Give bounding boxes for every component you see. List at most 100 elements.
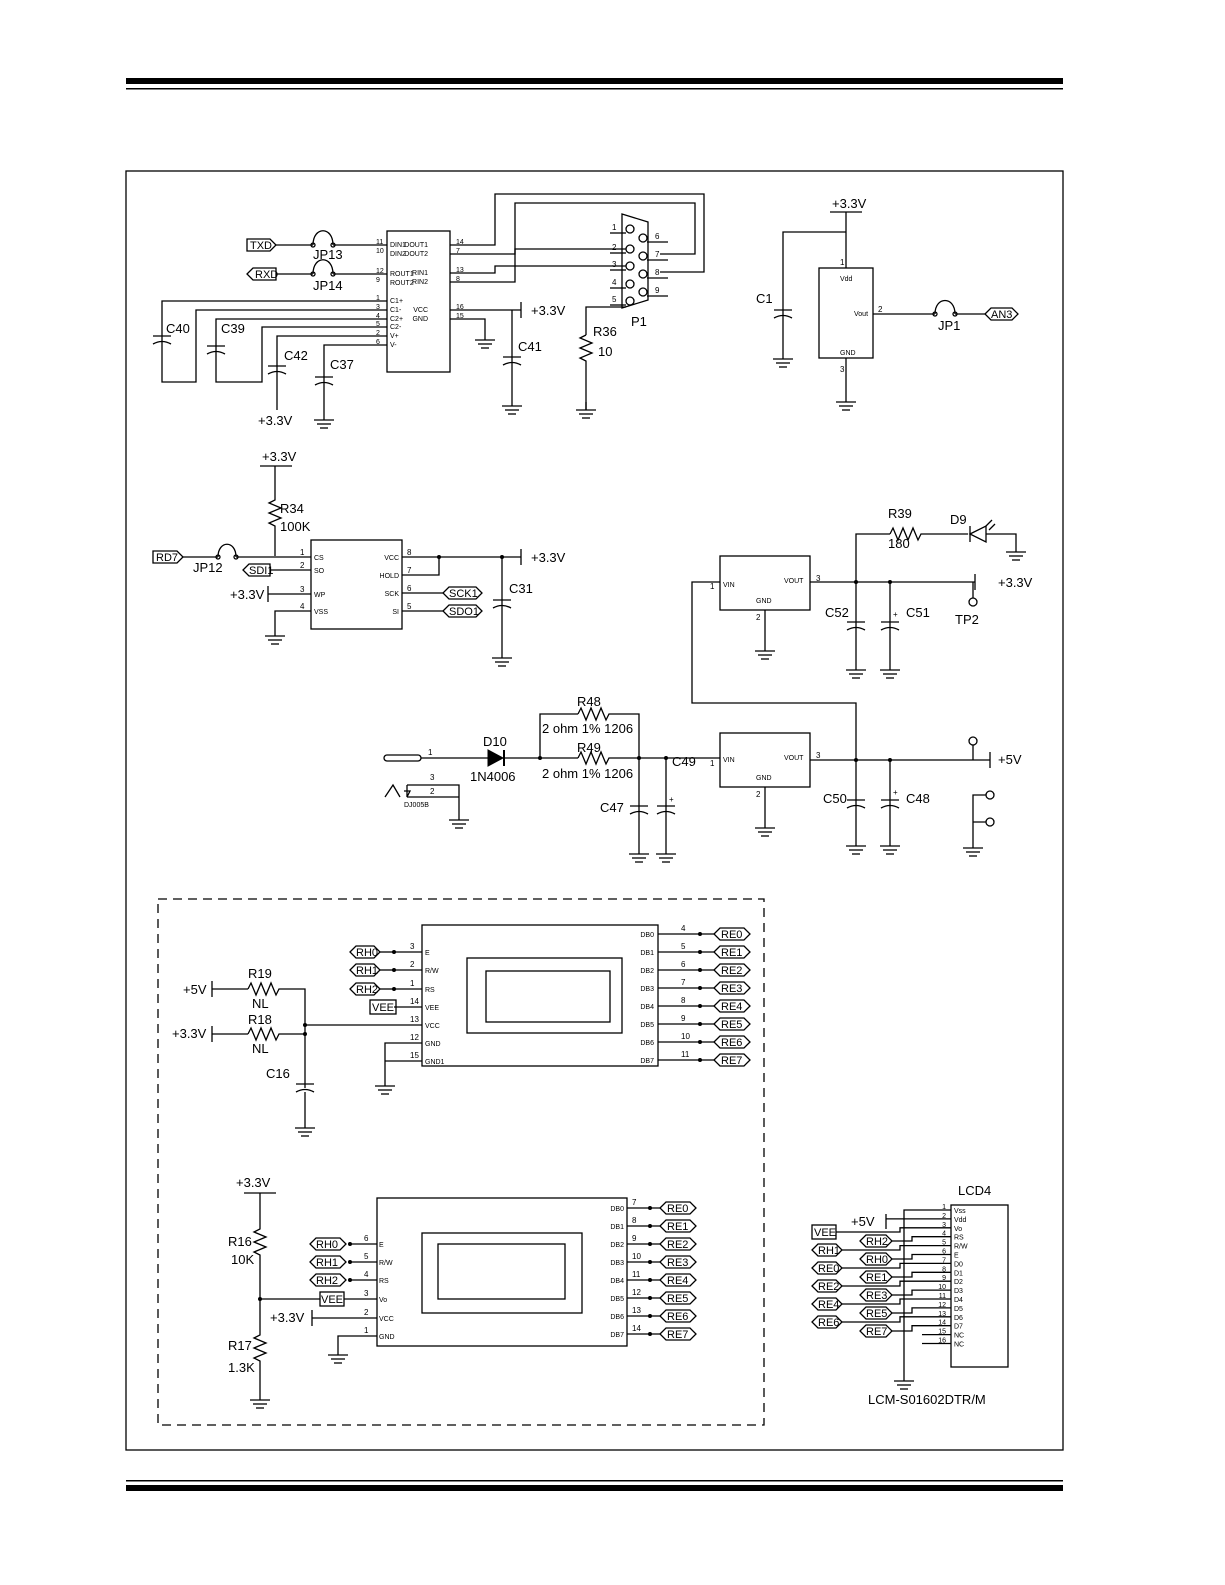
r48-resistor [577, 706, 640, 758]
lcd2-pin-num: 8 [632, 1216, 637, 1225]
lcd4-pin-num: 16 [938, 1338, 946, 1345]
rs232-pin-name: DOUT2 [404, 251, 428, 258]
lcd4-rh2-label: RH2 [866, 1236, 888, 1248]
rs232-pin-num: 15 [456, 313, 464, 320]
c1-label: C1 [756, 291, 773, 306]
rs232-pin-num: 6 [376, 339, 380, 346]
r48-label: R48 [577, 694, 601, 709]
eeprom-pin-name: VSS [314, 609, 328, 616]
db9-pin-num: 5 [612, 295, 617, 304]
lcd1-re3-tag-label: RE3 [721, 983, 742, 995]
lcd1-pin-num: 8 [681, 996, 686, 1005]
lcd1-pin-num: 11 [681, 1050, 690, 1059]
db9-pin [638, 233, 648, 243]
eeprom-vcc-supply: +3.3V [531, 550, 566, 565]
jp12-jumper [217, 543, 237, 558]
lcd4-pin-num: 8 [942, 1266, 946, 1273]
lcd2-pin-num: 5 [364, 1252, 369, 1261]
sensor-pin-vdd: Vdd [840, 276, 853, 283]
rs232-pin-num: 3 [376, 304, 380, 311]
lcd2-pin-num: 10 [632, 1252, 641, 1261]
lcd1-pin-num: 12 [410, 1033, 419, 1042]
lcd1-pin-num: 14 [410, 997, 419, 1006]
lcd4-p5v: +5V [851, 1214, 875, 1229]
lcd2-rh2-label: RH2 [316, 1275, 338, 1287]
lcd2-rh2-tag [309, 1273, 347, 1287]
lcd4-pin-name: Vss [954, 1208, 966, 1215]
jp13-jumper [312, 230, 334, 246]
svg-text:+: + [893, 788, 898, 797]
lcd2-re2-tag-label: RE2 [667, 1239, 688, 1251]
lcd2-re2-tag [659, 1237, 697, 1251]
rs232-pin-name: VCC [413, 307, 428, 314]
r48-value: 2 ohm 1% 1206 [542, 721, 633, 736]
lcd1-re5-tag [713, 1017, 751, 1031]
r39-value: 180 [888, 536, 910, 551]
lcd1-pin-name: DB0 [640, 932, 654, 939]
rs232-pin-name: C1- [390, 307, 402, 314]
eeprom-pin-num: 7 [407, 566, 412, 575]
sensor-pin-gnd: GND [840, 350, 856, 357]
an3-tag [984, 307, 1019, 321]
lcd2-re6-tag-label: RE6 [667, 1311, 688, 1323]
eeprom-pin-name: HOLD [380, 573, 399, 580]
lcd1-pin-num: 5 [681, 942, 686, 951]
c47-label: C47 [600, 800, 624, 815]
rs232-pin-name: C2- [390, 324, 402, 331]
rd7-label: RD7 [156, 552, 178, 564]
eeprom-supply: +3.3V [262, 449, 297, 464]
eeprom-pin-name: SO [314, 568, 325, 575]
rs232-pin-name: C1+ [390, 298, 403, 305]
jack-pin3: 3 [430, 773, 435, 782]
lcd4-pin-name: E [954, 1253, 959, 1260]
lcd4-pin-name: D4 [954, 1297, 963, 1304]
db9-pin-num: 3 [612, 260, 617, 269]
lcd1-pin-name: E [425, 950, 430, 957]
lcd1-re6-tag-label: RE6 [721, 1037, 742, 1049]
rs232-pin-num: 13 [456, 267, 464, 274]
lcd2-pin-name: DB1 [610, 1224, 624, 1231]
lcd1-module [421, 924, 659, 1067]
jp14-jumper [312, 259, 334, 275]
lcd1-pin-name: DB4 [640, 1004, 654, 1011]
reg33-vout: VOUT [784, 578, 804, 585]
lcd2-supply: +3.3V [236, 1175, 271, 1190]
lcd1-pin-num: 9 [681, 1014, 686, 1023]
rs232-pin-name: DIN2 [390, 251, 406, 258]
db9-pin [625, 244, 635, 254]
p1-connector [621, 213, 649, 309]
tp2-label: TP2 [955, 612, 979, 627]
lcd4-re4-label: RE4 [818, 1299, 839, 1311]
lcd2-pin-num: 11 [632, 1270, 641, 1279]
lcd4-re2-label: RE2 [818, 1281, 839, 1293]
lcd2-re3-tag [659, 1255, 697, 1269]
lcd1-pin-num: 3 [410, 942, 415, 951]
db9-pin-num: 2 [612, 243, 617, 252]
jp1-jumper [934, 299, 956, 315]
lcd2-pin-num: 4 [364, 1270, 369, 1279]
r36-label: R36 [593, 324, 617, 339]
db9-pin-num: 9 [655, 286, 660, 295]
jp14-label: JP14 [313, 278, 343, 293]
c37-label: C37 [330, 357, 354, 372]
lcd1-pin-name: GND [425, 1041, 441, 1048]
sensor-pin1: 1 [840, 258, 845, 267]
r16-r17-divider [252, 1193, 268, 1392]
rs232-pin-name: DIN1 [390, 242, 406, 249]
eeprom-section: +3.3V R34 100K RD7 JP12 SDI1 +3.3V 1CS2S… [152, 449, 566, 667]
lcd2-re5-tag [659, 1291, 697, 1305]
rs232-pin-num: 11 [376, 239, 383, 246]
reg33-pin1: 1 [710, 582, 715, 591]
rs232-pin-name: GND [412, 316, 428, 323]
lcd1-rh0-label: RH0 [356, 947, 378, 959]
lcd1-pin-num: 1 [410, 979, 415, 988]
lcd4-pin-num: 11 [939, 1293, 946, 1300]
lcd1-pin-num: 6 [681, 960, 686, 969]
lcd2-re4-tag [659, 1273, 697, 1287]
lcd1-re2-tag [713, 963, 751, 977]
lcd4-pin-num: 14 [938, 1320, 946, 1327]
lcd1-re7-tag [713, 1053, 751, 1067]
lcd1-pin-name: R/W [425, 968, 439, 975]
r17-value: 1.3K [228, 1360, 255, 1375]
lcd1-pin-name: VCC [425, 1023, 440, 1030]
